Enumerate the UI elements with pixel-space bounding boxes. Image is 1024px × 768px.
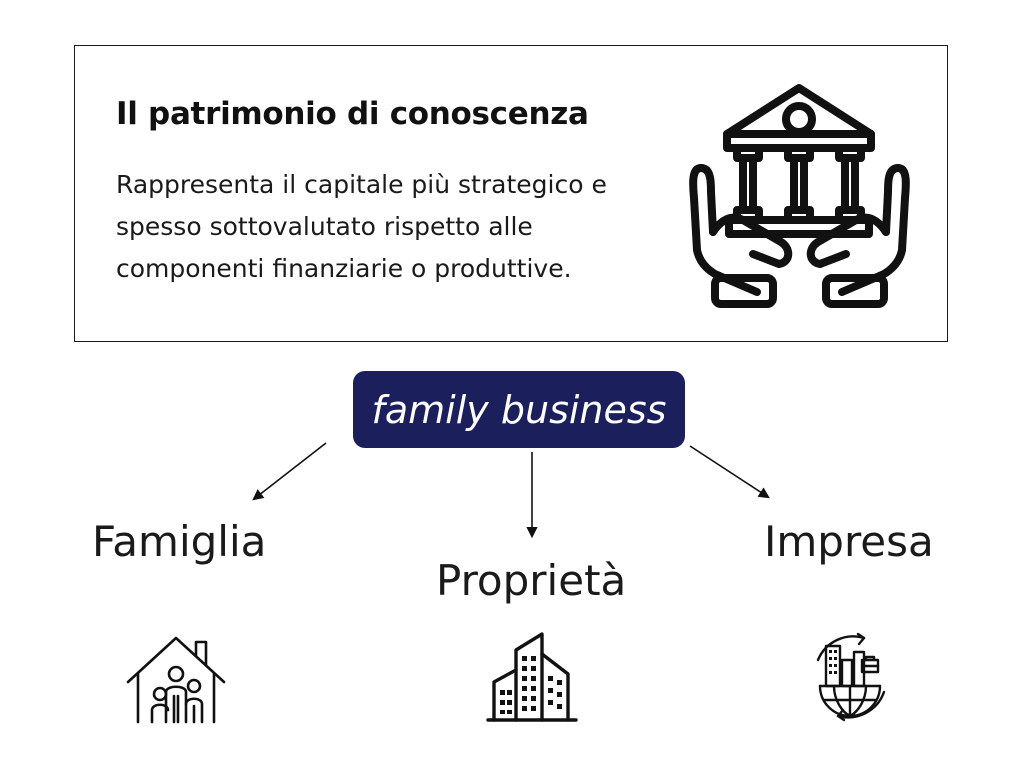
family-business-node: family business xyxy=(353,371,685,448)
card-title: Il patrimonio di conoscenza xyxy=(116,96,589,132)
global-business-icon xyxy=(816,632,886,722)
card-description: Rappresenta il capitale più strategico e… xyxy=(116,170,607,283)
arrow-to-impresa xyxy=(689,445,770,499)
family-house-icon xyxy=(126,636,226,724)
proprieta-label: Proprietà xyxy=(436,556,627,605)
arrow-to-famiglia xyxy=(252,442,327,501)
famiglia-label: Famiglia xyxy=(92,517,267,566)
impresa-label: Impresa xyxy=(764,517,934,566)
hands-bank-icon xyxy=(689,84,910,308)
knowledge-card: Il patrimonio di conoscenza Rappresenta … xyxy=(74,45,948,342)
office-building-icon xyxy=(486,632,578,722)
family-business-label: family business xyxy=(371,387,667,432)
